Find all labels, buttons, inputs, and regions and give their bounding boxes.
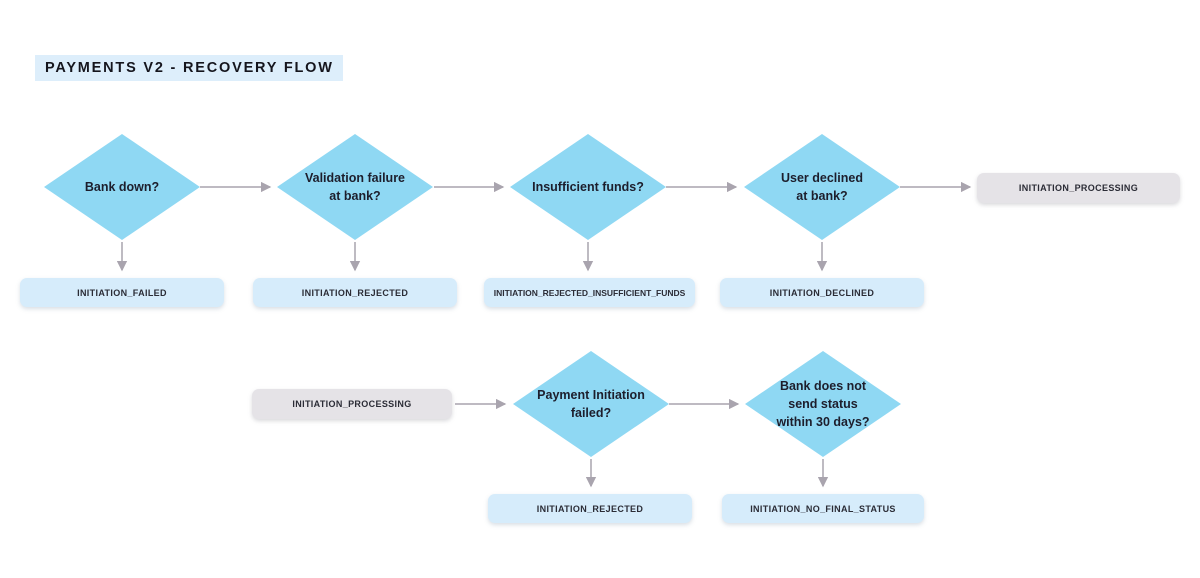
status-initiation-no-final-status: INITIATION_NO_FINAL_STATUS — [722, 494, 924, 523]
process-initiation-processing-bottom: INITIATION_PROCESSING — [252, 389, 452, 419]
diagram-title: PAYMENTS V2 - RECOVERY FLOW — [35, 55, 343, 81]
status-initiation-rejected-insufficient-funds: INITIATION_REJECTED_INSUFFICIENT_FUNDS — [484, 278, 695, 307]
status-initiation-failed: INITIATION_FAILED — [20, 278, 224, 307]
process-initiation-processing-top: INITIATION_PROCESSING — [977, 173, 1180, 203]
status-initiation-rejected-2: INITIATION_REJECTED — [488, 494, 692, 523]
status-initiation-declined: INITIATION_DECLINED — [720, 278, 924, 307]
status-initiation-rejected: INITIATION_REJECTED — [253, 278, 457, 307]
